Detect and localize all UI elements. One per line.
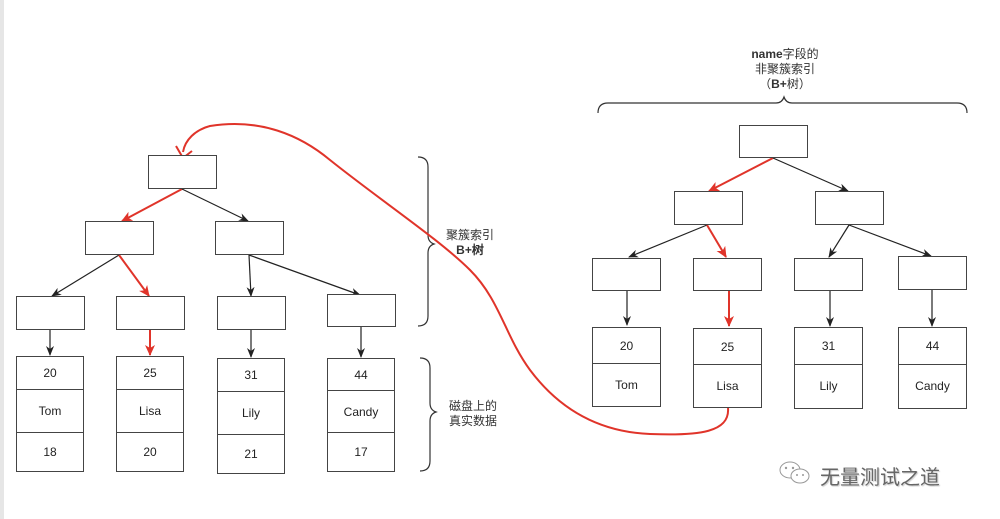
secondary-record-2: 25 Lisa: [693, 328, 762, 408]
disk-data-label-line1: 磁盘上的: [448, 399, 497, 413]
edge-l1right-to-leaf3: [246, 254, 255, 297]
record-age: 21: [244, 446, 258, 461]
secondary-record-4: 44 Candy: [898, 327, 967, 409]
edge-l1right-to-leaf4: [248, 254, 361, 296]
record-id: 44: [899, 328, 966, 365]
secondary-record-3: 31 Lily: [794, 327, 863, 409]
clustered-leaf-node-3: [217, 296, 286, 330]
secondary-leaf-node-2: [693, 258, 762, 291]
record-age: 17: [354, 445, 368, 460]
disk-data-label: 磁盘上的 真实数据: [443, 399, 503, 429]
record-id: 25: [117, 357, 183, 390]
disk-record-1: 20 Tom 18: [16, 356, 84, 472]
record-age: 20: [143, 444, 157, 459]
disk-record-2: 25 Lisa 20: [116, 356, 184, 472]
clustered-level1-left-node: [85, 221, 154, 255]
record-name: Lisa: [117, 390, 183, 433]
edge-r-l1right-to-leaf3: [828, 224, 850, 258]
lookup-curve: [182, 123, 730, 436]
record-id: 44: [328, 359, 394, 392]
secondary-leaf-node-1: [592, 258, 661, 291]
edge-root-to-l1-right: [181, 188, 249, 222]
edge-root-to-l1-left: [121, 188, 183, 222]
watermark-text: 无量测试之道: [820, 465, 940, 489]
secondary-record-1: 20 Tom: [592, 327, 661, 407]
clustered-root-node: [148, 155, 217, 189]
wechat-icon: [778, 460, 812, 491]
brace-secondary-index: [597, 95, 968, 114]
record-id: 20: [593, 328, 660, 364]
clustered-leaf-node-4: [327, 294, 396, 327]
secondary-root-node: [739, 125, 808, 158]
secondary-level1-right-node: [815, 191, 884, 225]
clustered-leaf-node-1: [16, 296, 85, 330]
record-age: 18: [43, 444, 57, 459]
secondary-index-title-line1: name字段的: [751, 47, 819, 61]
edge-l1left-to-leaf2: [118, 254, 150, 297]
edge-r-l1left-to-leaf2: [706, 224, 727, 258]
secondary-leaf-node-4: [898, 256, 967, 290]
brace-disk-data: [419, 357, 438, 472]
record-name: Candy: [915, 379, 950, 394]
record-id: 31: [795, 328, 862, 365]
record-name: Lily: [218, 392, 284, 435]
edge-r-root-to-l1-left: [708, 157, 774, 192]
secondary-index-title-line2: 非聚簇索引: [754, 62, 815, 76]
record-name: Candy: [328, 391, 394, 434]
clustered-leaf-node-2: [116, 296, 185, 330]
record-name: Tom: [615, 378, 638, 392]
record-id: 25: [694, 329, 761, 365]
edge-r-root-to-l1-right: [772, 157, 849, 192]
record-name: Lily: [819, 379, 838, 394]
left-edge-border: [0, 0, 4, 519]
clustered-level1-right-node: [215, 221, 284, 255]
secondary-leaf-node-3: [794, 258, 863, 291]
secondary-level1-left-node: [674, 191, 743, 225]
secondary-index-title: name字段的 非聚簇索引 （B+树）: [730, 47, 840, 92]
clustered-index-label: 聚簇索引 B+树: [440, 228, 500, 258]
clustered-index-label-line1: 聚簇索引: [445, 228, 494, 242]
record-name: Tom: [17, 390, 83, 433]
disk-record-4: 44 Candy 17: [327, 358, 395, 472]
secondary-index-title-line3: （B+树）: [759, 77, 811, 91]
disk-record-3: 31 Lily 21: [217, 358, 285, 474]
disk-data-label-line2: 真实数据: [448, 414, 497, 428]
record-id: 20: [17, 357, 83, 390]
record-name: Lisa: [716, 379, 739, 393]
edge-r-l1left-to-leaf1: [628, 224, 708, 258]
edge-l1left-to-leaf1: [51, 254, 120, 297]
watermark: 无量测试之道: [778, 460, 940, 491]
record-id: 31: [218, 359, 284, 392]
edge-r-l1right-to-leaf4: [848, 224, 932, 257]
brace-clustered-index: [417, 156, 436, 327]
clustered-index-label-line2: B+树: [456, 243, 484, 257]
